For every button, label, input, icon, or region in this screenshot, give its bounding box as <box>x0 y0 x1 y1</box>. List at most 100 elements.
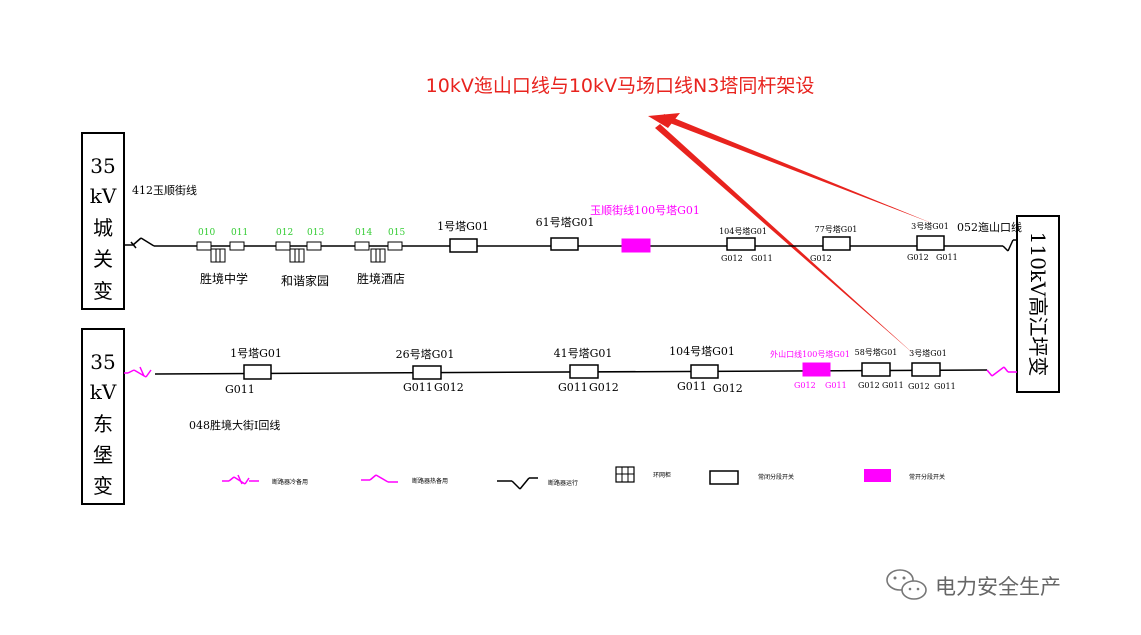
watermark: 电力安全生产 <box>886 569 1061 600</box>
switch-sub-left: G011 <box>225 383 255 396</box>
substation-chengguan: 35 kV 城 关 变 <box>81 132 125 310</box>
rmu-left-code: 010 <box>198 228 215 238</box>
switch-sub-right: G012 <box>589 381 619 394</box>
substation-dongbao-char-4: 变 <box>93 474 113 498</box>
legend-item: 常开分段开关 <box>864 469 945 482</box>
substation-gaojiangping: 110kV高江坪变 <box>1016 215 1060 393</box>
ring-main-units: 010 011 胜境中学 012 013 和谐家园 014 015 <box>196 228 405 288</box>
section-switch: 104号塔G01 G012 G011 <box>719 226 773 263</box>
section-switch: 77号塔G01 G012 <box>810 224 857 263</box>
section-switch: 61号塔G01 <box>536 216 595 251</box>
section-switch: 3号塔G01 G012 G011 <box>908 348 956 391</box>
arrowhead <box>648 113 680 128</box>
switch-sub-right: G011 <box>751 254 773 263</box>
switch-sub-left: G012 <box>907 253 929 262</box>
section-switch: 1号塔G01 G011 <box>225 347 282 396</box>
switch-label: 104号塔G01 <box>719 226 767 236</box>
ring-main-unit: 014 015 胜境酒店 <box>354 228 405 286</box>
switch-sub-left: G011 <box>403 381 433 394</box>
rmu-right-code: 015 <box>388 228 405 238</box>
substation-chengguan-char-0: 35 <box>90 154 115 178</box>
switch-sub-left: G012 <box>858 381 880 390</box>
legend-label: 常开分段开关 <box>909 473 945 481</box>
section-switch-open: 玉顺街线100号塔G01 <box>590 203 700 253</box>
bottom-right-breaker <box>986 366 1017 377</box>
arrow-lower <box>655 124 916 356</box>
switch-label: 104号塔G01 <box>669 345 735 358</box>
switch-label: 玉顺街线100号塔G01 <box>590 203 700 217</box>
section-switch: 1号塔G01 <box>437 220 489 253</box>
legend-item: 环网柜 <box>615 466 671 483</box>
top-right-breaker <box>1002 239 1017 252</box>
switch-label: 41号塔G01 <box>554 347 613 360</box>
rmu-right-code: 011 <box>231 228 248 238</box>
substation-chengguan-char-2: 城 <box>93 216 113 240</box>
substation-chengguan-char-3: 关 <box>93 247 113 271</box>
section-switch: 3号塔G01 G012 G011 <box>907 221 958 262</box>
breaker-running-icon <box>497 477 538 490</box>
top-line-name: 412玉顺街线 <box>132 183 197 197</box>
ring-main-unit: 012 013 和谐家园 <box>275 228 329 288</box>
switch-sub-left: G012 <box>810 254 832 263</box>
ring-main-unit-icon <box>615 466 635 483</box>
switch-label: 58号塔G01 <box>855 347 898 357</box>
arrow-upper <box>662 114 934 224</box>
switch-label: 外山口线100号塔G01 <box>770 349 850 359</box>
normal-closed-switch-icon <box>709 470 739 485</box>
rmu-left-code: 014 <box>355 228 372 238</box>
switch-sub-right: G011 <box>934 382 956 391</box>
legend-label: 常闭分段开关 <box>758 473 794 481</box>
substation-dongbao-char-0: 35 <box>90 350 115 374</box>
normal-open-switch-icon <box>864 469 891 482</box>
switch-label: 3号塔G01 <box>911 221 949 231</box>
substation-dongbao: 35 kV 东 堡 变 <box>81 328 125 505</box>
switch-label: 1号塔G01 <box>230 347 282 360</box>
legend-item: 断路器冷备用 <box>222 474 308 486</box>
substation-chengguan-char-4: 变 <box>93 279 113 303</box>
substation-dongbao-char-1: kV <box>90 380 117 404</box>
bottom-line-name: 048胜境大街I回线 <box>189 418 280 432</box>
switch-sub-right: G011 <box>825 381 847 390</box>
switch-label: 61号塔G01 <box>536 216 595 229</box>
diagram-title: 10kV迤山口线与10kV马场口线N3塔同杆架设 <box>426 75 815 97</box>
switch-label: 26号塔G01 <box>396 348 455 361</box>
legend-item: 断路器运行 <box>497 477 578 490</box>
bottom-left-breaker <box>127 366 152 378</box>
switch-sub-left: G011 <box>677 380 707 393</box>
substation-dongbao-char-3: 堡 <box>93 443 113 467</box>
section-switch: 104号塔G01 G011 G012 <box>669 345 743 395</box>
top-line-right-name: 052迤山口线 <box>957 220 1022 234</box>
switch-sub-right: G011 <box>936 253 958 262</box>
switch-sub-left: G012 <box>794 381 816 390</box>
rmu-left-code: 012 <box>276 228 293 238</box>
legend-label: 断路器热备用 <box>412 477 448 485</box>
switch-label: 77号塔G01 <box>815 224 858 234</box>
ring-main-unit: 010 011 胜境中学 <box>196 228 248 286</box>
switch-sub-left: G012 <box>908 382 930 391</box>
legend: 断路器冷备用 断路器热备用 断路器运行 <box>222 466 945 490</box>
switch-sub-left: G012 <box>721 254 743 263</box>
legend-label: 断路器冷备用 <box>272 478 308 486</box>
legend-label: 断路器运行 <box>548 479 578 487</box>
legend-label: 环网柜 <box>653 471 671 479</box>
section-switch: 58号塔G01 G012 G011 <box>855 347 904 390</box>
legend-item: 常闭分段开关 <box>709 470 794 485</box>
top-switches: 1号塔G01 61号塔G01 玉顺街线100号塔G01 104号塔G01 G01… <box>437 203 958 263</box>
switch-sub-right: G012 <box>434 381 464 394</box>
watermark-text: 电力安全生产 <box>935 575 1061 599</box>
bottom-switches: 1号塔G01 G011 26号塔G01 G011 G012 41号塔G01 G0… <box>225 345 956 396</box>
breaker-hot-standby-icon <box>361 474 398 483</box>
breaker-cold-standby-icon <box>222 474 259 485</box>
wechat-icon <box>886 569 927 600</box>
section-switch-open: 外山口线100号塔G01 G012 G011 <box>770 349 850 390</box>
section-switch: 41号塔G01 G011 G012 <box>554 347 619 394</box>
rmu-name: 胜境酒店 <box>357 271 405 286</box>
switch-sub-left: G011 <box>558 381 588 394</box>
substation-dongbao-char-2: 东 <box>93 412 113 436</box>
top-left-breaker <box>130 237 155 249</box>
rmu-name: 和谐家园 <box>281 273 329 288</box>
switch-label: 1号塔G01 <box>437 220 489 233</box>
switch-label: 3号塔G01 <box>909 348 947 358</box>
red-arrow-icon <box>648 113 934 356</box>
